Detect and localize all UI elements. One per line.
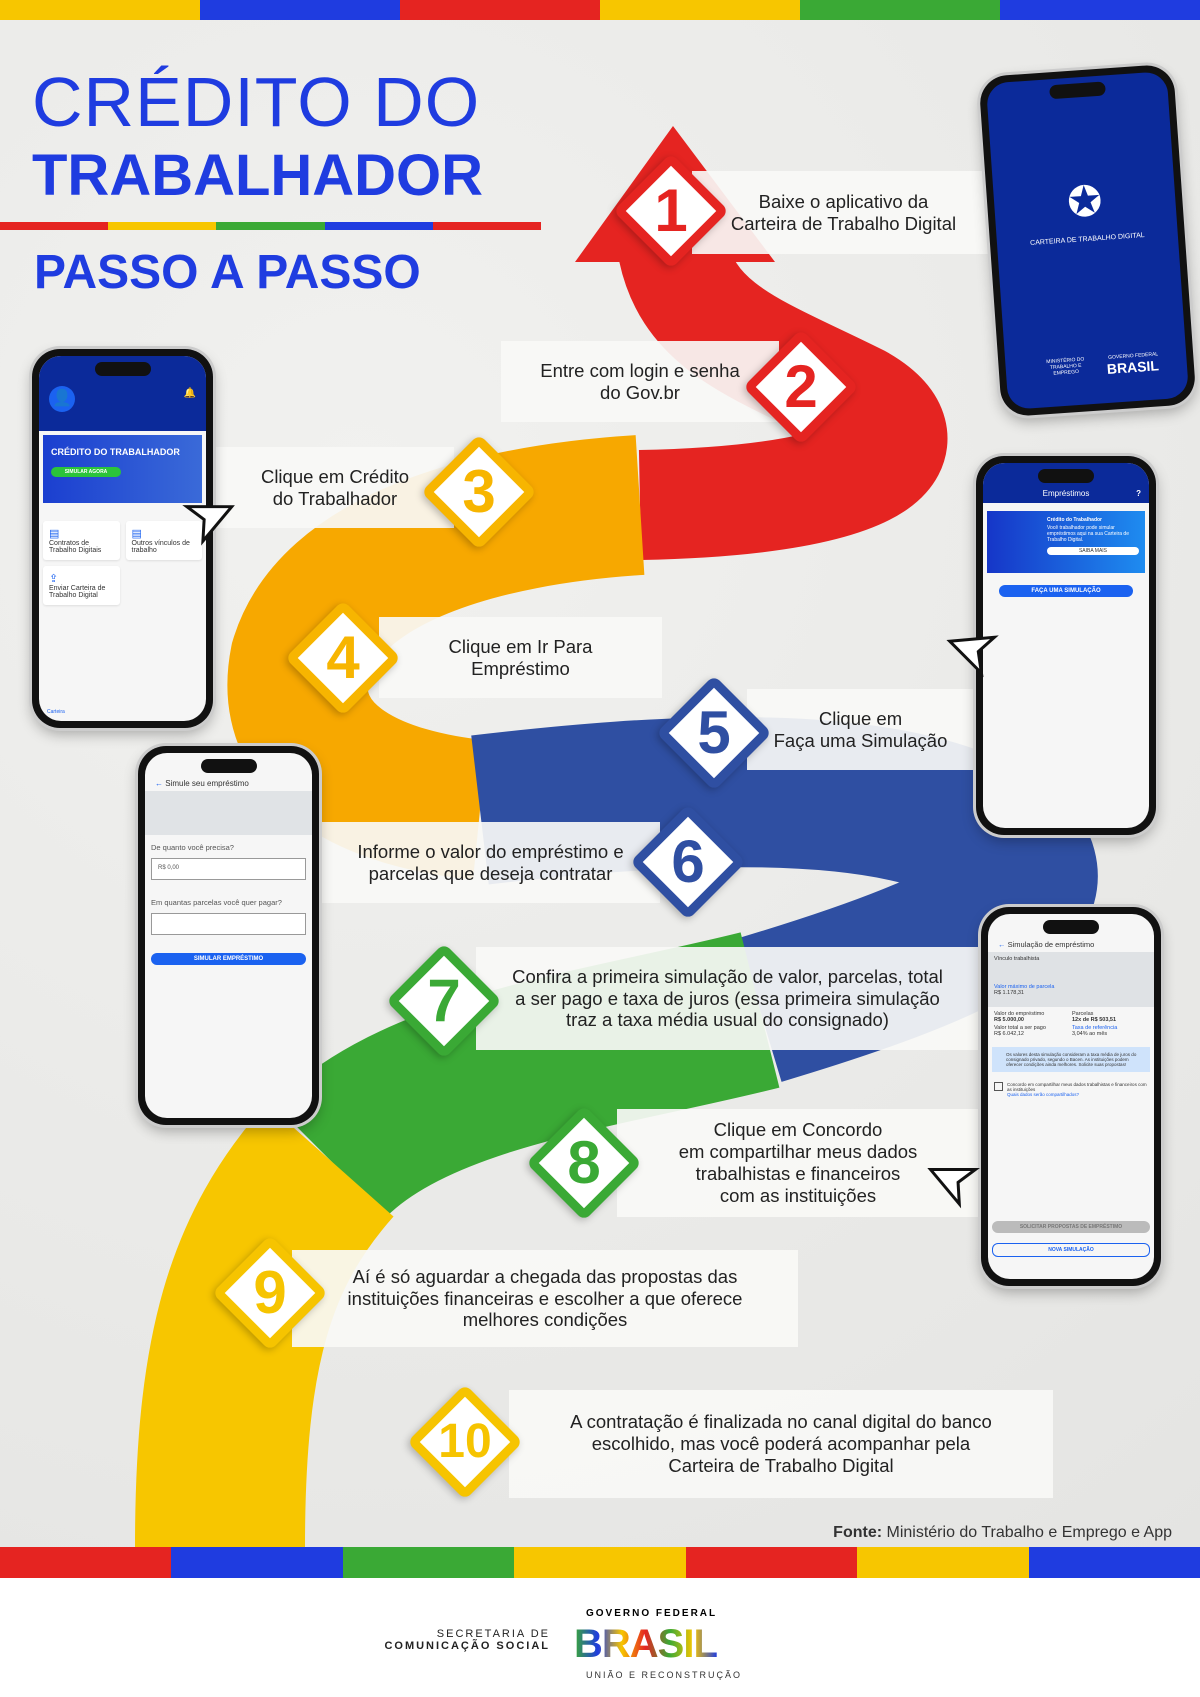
phone-result: ← Simulação de empréstimo Vínculo trabal… <box>981 907 1161 1286</box>
step-9-number: 9 <box>253 1259 287 1326</box>
step-8-number: 8 <box>567 1129 601 1196</box>
shared-data-link[interactable]: Quais dados serão compartilhados? <box>1007 1092 1080 1097</box>
step-1-text: Baixe o aplicativo da Carteira de Trabal… <box>692 171 995 254</box>
step-6-text: Informe o valor do empréstimo e parcelas… <box>321 822 660 903</box>
amount-input[interactable]: R$ 0,00 <box>151 858 306 880</box>
loans-title: Empréstimos <box>1042 489 1090 498</box>
phone-home: 👤 🔔 CRÉDITO DO TRABALHADOR SIMULAR AGORA… <box>32 349 213 728</box>
agree-checkbox[interactable] <box>994 1082 1003 1091</box>
bell-icon[interactable]: 🔔 <box>183 388 196 399</box>
brasil-logo: BRASIL <box>574 1622 718 1666</box>
simulate-title: Simule seu empréstimo <box>165 779 249 788</box>
top-color-stripe <box>0 0 1200 20</box>
step-4-number: 4 <box>326 624 360 691</box>
card-other-links[interactable]: ▤Outros vínculos de trabalho <box>125 521 202 560</box>
credit-banner[interactable]: CRÉDITO DO TRABALHADOR SIMULAR AGORA <box>43 435 202 503</box>
installments-input[interactable] <box>151 913 306 935</box>
simulate-loan-button[interactable]: SIMULAR EMPRÉSTIMO <box>151 953 306 965</box>
subtitle: PASSO A PASSO <box>34 246 421 299</box>
title-line2: TRABALHADOR <box>32 143 484 208</box>
step-1-number: 1 <box>654 177 688 244</box>
installments-question: Em quantas parcelas você quer pagar? <box>151 898 282 907</box>
amount-question: De quanto você precisa? <box>151 843 234 852</box>
step-7-text: Confira a primeira simulação de valor, p… <box>476 947 979 1050</box>
result-title: Simulação de empréstimo <box>1007 940 1095 949</box>
step-2-number: 2 <box>784 353 818 420</box>
ministry-label: MINISTÉRIO DO TRABALHO E EMPREGO <box>1046 356 1085 377</box>
info-notice: Os valores desta simulação consideram a … <box>992 1047 1150 1072</box>
new-simulation-button[interactable]: NOVA SIMULAÇÃO <box>992 1243 1150 1257</box>
step-4-text: Clique em Ir Para Empréstimo <box>379 617 662 698</box>
learn-more-button[interactable]: SAIBA MAIS <box>1047 547 1139 555</box>
step-5-number: 5 <box>697 699 731 766</box>
step-7-number: 7 <box>427 967 461 1034</box>
step-6-number: 6 <box>671 828 705 895</box>
brasil-logo: BRASIL <box>1106 357 1160 377</box>
card-contracts[interactable]: ▤Contratos de Trabalho Digitais <box>43 521 120 560</box>
request-proposals-button[interactable]: SOLICITAR PROPOSTAS DE EMPRÉSTIMO <box>992 1221 1150 1233</box>
simulate-button[interactable]: FAÇA UMA SIMULAÇÃO <box>999 585 1133 597</box>
gov-label: GOVERNO FEDERAL <box>586 1608 718 1619</box>
title-stripe <box>0 222 542 230</box>
source-note: Fonte: Ministério do Trabalho e Emprego … <box>833 1524 1172 1541</box>
step-3-text: Clique em Crédito do Trabalhador <box>216 447 454 528</box>
road-red <box>619 236 948 560</box>
phone-app-launch: ✪ CARTEIRA DE TRABALHO DIGITAL MINISTÉRI… <box>978 63 1197 418</box>
step-3-number: 3 <box>462 458 496 525</box>
step-9-text: Aí é só aguardar a chegada das propostas… <box>292 1250 798 1347</box>
app-title: CARTEIRA DE TRABALHO DIGITAL <box>1029 232 1145 247</box>
step-5-text: Clique em Faça uma Simulação <box>747 689 974 770</box>
bottom-color-stripe <box>0 1547 1200 1578</box>
card-send[interactable]: ⇪Enviar Carteira de Trabalho Digital <box>43 566 120 605</box>
step-10-text: A contratação é finalizada no canal digi… <box>509 1390 1053 1498</box>
step-10-number: 10 <box>438 1415 492 1468</box>
help-icon[interactable]: ? <box>1136 489 1141 498</box>
avatar[interactable]: 👤 <box>49 386 75 412</box>
road-yellow <box>135 1103 395 1548</box>
step-8-text: Clique em Concordo em compartilhar meus … <box>617 1109 979 1217</box>
banner-title: CRÉDITO DO TRABALHADOR <box>51 447 180 457</box>
simulate-now-button[interactable]: SIMULAR AGORA <box>51 467 121 477</box>
nav-carteira[interactable]: Carteira <box>47 709 65 715</box>
tagline: UNIÃO E RECONSTRUÇÃO <box>586 1670 743 1680</box>
step-2-text: Entre com login e senha do Gov.br <box>501 341 779 422</box>
phone-simulate: ← Simule seu empréstimo De quanto você p… <box>138 746 319 1125</box>
coat-of-arms-icon: ✪ <box>1065 176 1104 227</box>
title-line1: CRÉDITO DO <box>32 63 481 141</box>
